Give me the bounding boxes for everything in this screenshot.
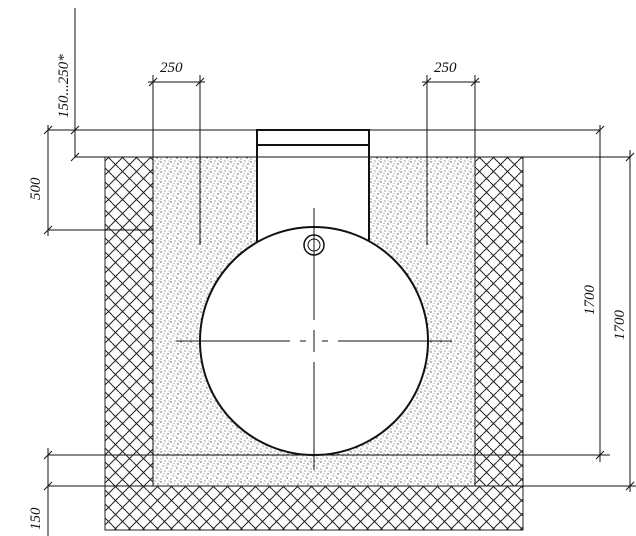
dim-top-range-label: 150...250* (56, 54, 72, 118)
dim-height-outer-label: 1700 (612, 310, 628, 341)
top-dimensions (148, 75, 480, 486)
dim-gap-left-label: 250 (160, 60, 183, 76)
left-dimensions (43, 8, 80, 536)
soil-left-wall (104, 156, 154, 531)
dim-depth-500-label: 500 (28, 177, 44, 200)
soil-right-wall (474, 156, 524, 531)
dim-base-label: 150 (28, 507, 44, 530)
dim-height-inner-label: 1700 (582, 285, 598, 316)
right-dimensions (595, 125, 635, 492)
soil-bottom (104, 485, 524, 531)
extension-lines (48, 129, 636, 487)
dim-gap-right-label: 250 (434, 60, 457, 76)
tank-cover (256, 129, 370, 146)
centerlines (176, 208, 452, 470)
